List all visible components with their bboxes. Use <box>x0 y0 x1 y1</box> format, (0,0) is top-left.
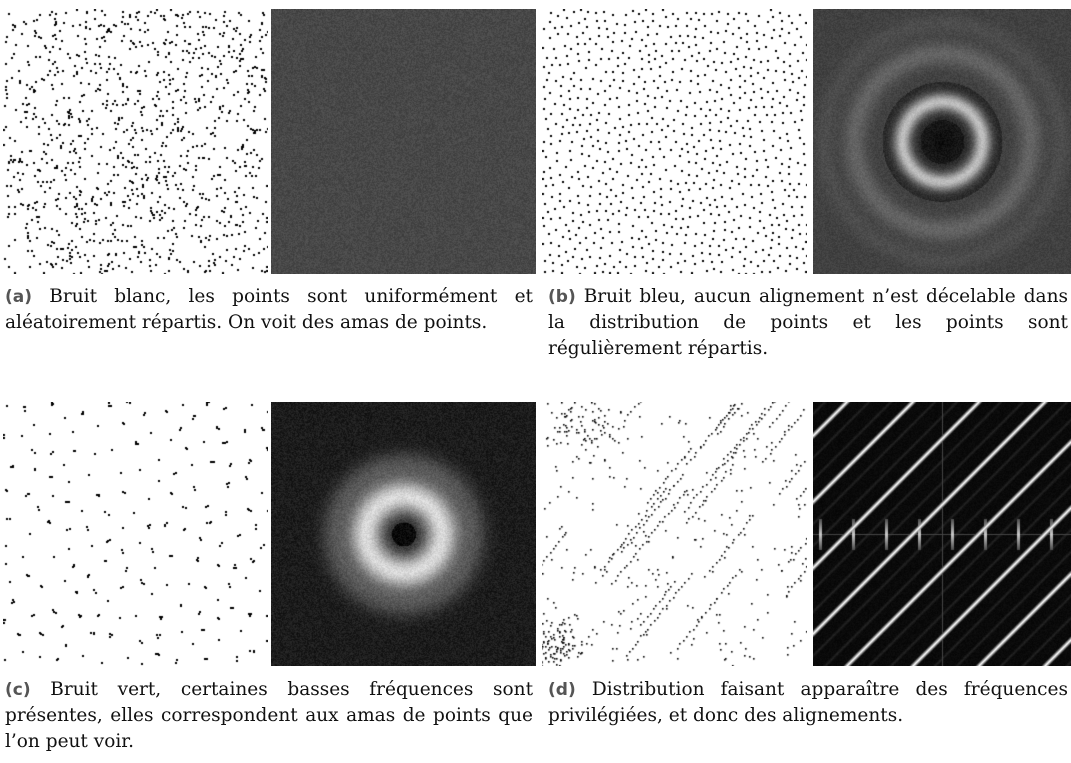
caption-d: (d) Distribution faisant apparaître des … <box>548 677 1068 729</box>
caption-c: (c) Bruit vert, certaines basses fréquen… <box>5 677 533 755</box>
caption-text-c: Bruit vert, certaines basses fréquences … <box>5 679 533 752</box>
caption-text-a: Bruit blanc, les points sont uniformémen… <box>5 286 533 333</box>
caption-a: (a) Bruit blanc, les points sont uniform… <box>5 284 533 336</box>
caption-label-a: (a) <box>5 287 33 307</box>
caption-text-b: Bruit bleu, aucun alignement n’est décel… <box>548 286 1068 359</box>
point-distribution-blue-noise <box>542 9 807 274</box>
caption-label-d: (d) <box>548 680 576 700</box>
caption-label-c: (c) <box>5 680 31 700</box>
caption-b: (b) Bruit bleu, aucun alignement n’est d… <box>548 284 1068 362</box>
point-distribution-green-noise <box>3 402 268 666</box>
point-distribution-aligned <box>542 402 807 666</box>
point-distribution-white-noise <box>3 9 268 274</box>
power-spectrum-white-noise <box>271 9 536 274</box>
power-spectrum-green-noise <box>271 402 536 666</box>
caption-text-d: Distribution faisant apparaître des fréq… <box>548 679 1068 726</box>
power-spectrum-diagonal-lines <box>813 402 1071 666</box>
caption-label-b: (b) <box>548 287 576 307</box>
power-spectrum-blue-noise <box>813 9 1071 274</box>
